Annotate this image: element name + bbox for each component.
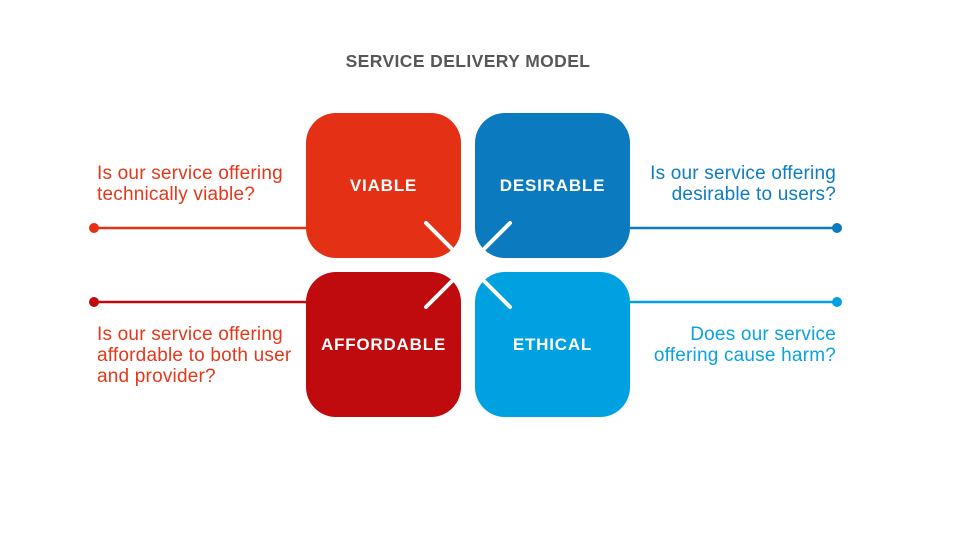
desirable-endpoint-dot bbox=[832, 223, 842, 233]
viable-endpoint-dot bbox=[89, 223, 99, 233]
quadrant-viable-label: VIABLE bbox=[349, 175, 418, 195]
quadrant-affordable-label: AFFORDABLE bbox=[320, 334, 447, 354]
quadrant-ethical-label: ETHICAL bbox=[512, 334, 593, 354]
cross-line-ne bbox=[471, 221, 512, 262]
ethical-endpoint-dot bbox=[832, 297, 842, 307]
desirable-question: Is our service offering desirable to use… bbox=[650, 163, 836, 205]
cross-line-se bbox=[471, 268, 512, 309]
cross-line-nw bbox=[424, 221, 465, 262]
affordable-question: Is our service offering affordable to bo… bbox=[97, 324, 292, 387]
affordable-endpoint-dot bbox=[89, 297, 99, 307]
ethical-question: Does our service offering cause harm? bbox=[653, 324, 836, 366]
viable-question: Is our service offering technically viab… bbox=[97, 163, 283, 205]
page-title: SERVICE DELIVERY MODEL bbox=[345, 51, 591, 71]
quadrant-desirable-label: DESIRABLE bbox=[499, 175, 606, 195]
cross-line-sw bbox=[424, 268, 465, 309]
